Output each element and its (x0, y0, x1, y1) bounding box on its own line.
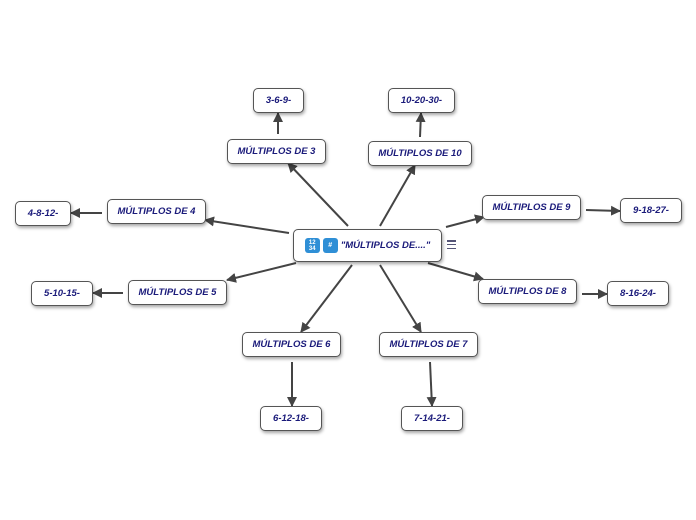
central-topic-label: "MÚLTIPLOS DE...." (340, 240, 431, 251)
branch-multiplos-8[interactable]: MÚLTIPLOS DE 8 (478, 279, 577, 304)
leaf-multiples-8[interactable]: 8-16-24- (607, 281, 669, 306)
leaf-multiples-7[interactable]: 7-14-21- (401, 406, 463, 431)
connector-b-m9-to-l-m9 (585, 205, 621, 216)
hash-icon: # (322, 238, 338, 253)
branch-multiplos-3[interactable]: MÚLTIPLOS DE 3 (227, 139, 326, 164)
leaf-multiples-6[interactable]: 6-12-18- (260, 406, 322, 431)
connector-central-to-b-m10 (379, 164, 416, 227)
connector-central-to-b-m7 (379, 264, 422, 333)
leaf-multiples-10[interactable]: 10-20-30- (388, 88, 455, 113)
leaf-multiples-4[interactable]: 4-8-12- (15, 201, 71, 226)
connector-central-to-b-m5 (226, 262, 297, 283)
branch-multiplos-5[interactable]: MÚLTIPLOS DE 5 (128, 280, 227, 305)
branch-multiplos-7[interactable]: MÚLTIPLOS DE 7 (379, 332, 478, 357)
connector-central-to-b-m8 (427, 262, 484, 282)
leaf-multiples-5[interactable]: 5-10-15- (31, 281, 93, 306)
connector-b-m10-to-l-m10 (415, 112, 426, 138)
connector-central-to-b-m4 (204, 216, 290, 234)
branch-multiplos-6[interactable]: MÚLTIPLOS DE 6 (242, 332, 341, 357)
connector-central-to-b-m3 (287, 162, 349, 227)
branch-multiplos-9[interactable]: MÚLTIPLOS DE 9 (482, 195, 581, 220)
menu-icon[interactable] (447, 240, 456, 249)
connector-central-to-b-m6 (300, 264, 353, 333)
leaf-multiples-9[interactable]: 9-18-27- (620, 198, 682, 223)
connector-b-m7-to-l-m7 (426, 361, 437, 407)
branch-multiplos-4[interactable]: MÚLTIPLOS DE 4 (107, 199, 206, 224)
branch-multiplos-10[interactable]: MÚLTIPLOS DE 10 (368, 141, 472, 166)
connector-central-to-b-m9 (445, 214, 485, 228)
leaf-multiples-3[interactable]: 3-6-9- (253, 88, 304, 113)
